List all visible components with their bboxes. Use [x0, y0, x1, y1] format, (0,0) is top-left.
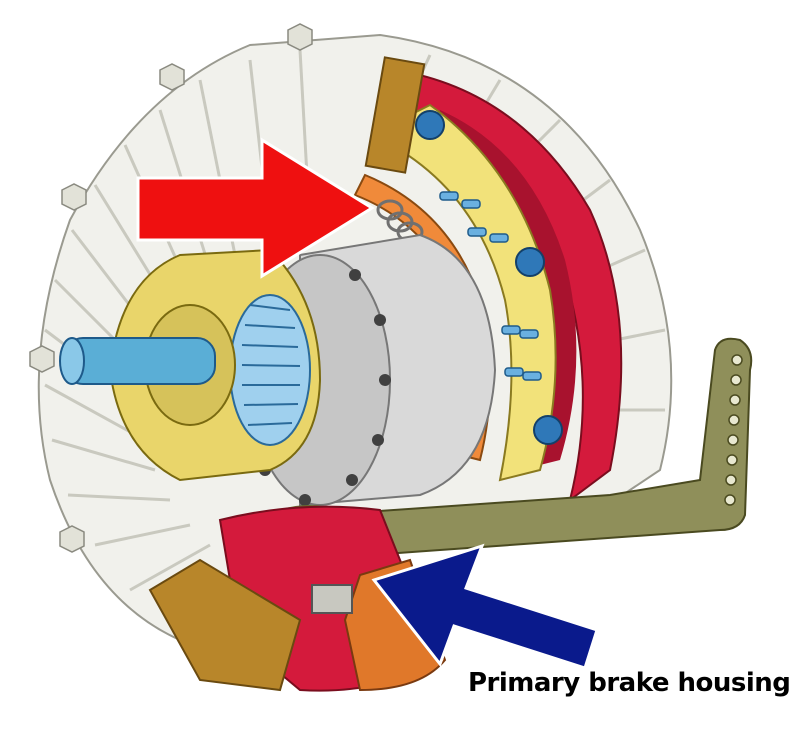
- adjuster-block: [311, 584, 353, 614]
- housing-bolts: [29, 23, 313, 553]
- shaft: [64, 337, 216, 385]
- red-arrow: [136, 137, 375, 279]
- brake-shoe: [399, 103, 557, 482]
- primary-brake-housing-label: Primary brake housing: [468, 668, 791, 698]
- gear: [229, 294, 311, 446]
- shoe-pivot-balls: [415, 110, 563, 445]
- shoe-rivets: [439, 191, 542, 381]
- hub-assembly: [59, 248, 322, 482]
- lever-arm: [247, 337, 753, 562]
- lever-holes: [724, 354, 743, 506]
- shaft-end: [59, 337, 85, 385]
- gear-teeth: [241, 304, 301, 426]
- lower-shoe: [148, 558, 302, 692]
- shoe-end-block: [364, 56, 426, 174]
- return-spring: [376, 199, 424, 243]
- blue-arrow: [371, 543, 599, 670]
